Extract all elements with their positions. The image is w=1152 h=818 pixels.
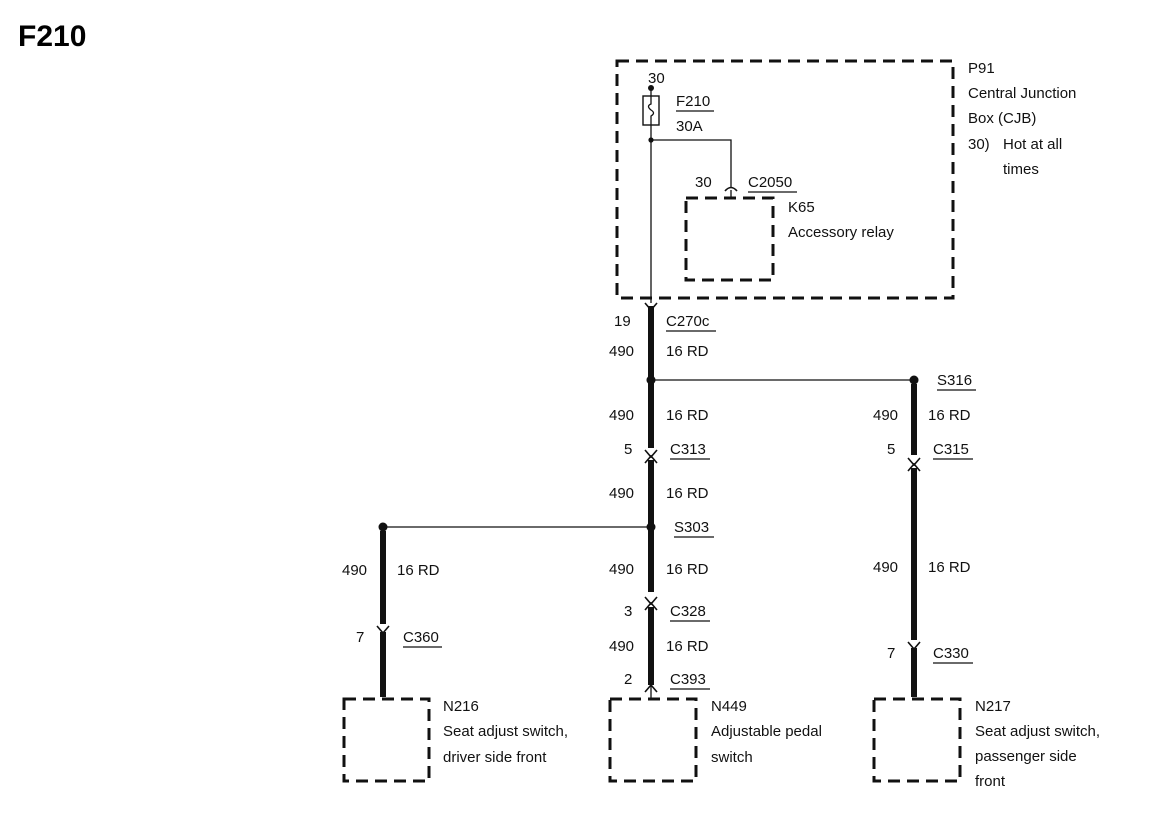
center-lower-wire: 16 RD	[666, 561, 709, 578]
c313-pin: 5	[624, 441, 632, 458]
right-upper-circuit: 490	[873, 407, 898, 424]
n216-id: N216	[443, 698, 479, 715]
n449-outline	[608, 697, 698, 783]
junction-box-name-line2: Box (CJB)	[968, 110, 1036, 127]
fuse-pin: 30	[648, 70, 665, 87]
right-upper-wire: 16 RD	[928, 407, 971, 424]
n449-id: N449	[711, 698, 747, 715]
center-bottom-circuit: 490	[609, 638, 634, 655]
diagram-title: F210	[18, 20, 86, 53]
c313-connector-symbol-lower	[644, 454, 658, 464]
n217-line2: passenger side	[975, 748, 1077, 765]
right-lower-circuit: 490	[873, 559, 898, 576]
relay-connector-id: C2050	[748, 174, 792, 191]
junction-box-outline	[615, 59, 955, 300]
junction-box-pin-note-num: 30)	[968, 136, 990, 153]
c313-id: C313	[670, 441, 706, 458]
s316-splice-dot	[909, 375, 919, 385]
c330-id: C330	[933, 645, 969, 662]
n217-outline	[872, 697, 962, 783]
c315-id: C315	[933, 441, 969, 458]
junction-box-pin-note-line1: Hot at all	[1003, 136, 1062, 153]
relay-pin: 30	[695, 174, 712, 191]
left-circuit: 490	[342, 562, 367, 579]
c360-id: C360	[403, 629, 439, 646]
c270c-circuit: 490	[609, 343, 634, 360]
s316-id: S316	[937, 372, 972, 389]
left-wire: 16 RD	[397, 562, 440, 579]
c315-connector-symbol-lower	[907, 462, 921, 472]
center-mid-circuit: 490	[609, 485, 634, 502]
n217-line1: Seat adjust switch,	[975, 723, 1100, 740]
c360-pin: 7	[356, 629, 364, 646]
n216-line1: Seat adjust switch,	[443, 723, 568, 740]
relay-feed-wire	[651, 139, 732, 188]
c270c-id: C270c	[666, 313, 710, 330]
relay-connector-symbol	[724, 186, 738, 192]
c270c-pin: 19	[614, 313, 631, 330]
center-mid-wire: 16 RD	[666, 485, 709, 502]
junction-box-id: P91	[968, 60, 995, 77]
c328-id: C328	[670, 603, 706, 620]
right-lower-wire: 16 RD	[928, 559, 971, 576]
c360-connector-symbol	[376, 625, 390, 635]
center-upper-circuit: 490	[609, 407, 634, 424]
fuse-rating: 30A	[676, 118, 703, 135]
c330-pin: 7	[887, 645, 895, 662]
c330-connector-symbol	[907, 641, 921, 651]
relay-name: Accessory relay	[788, 224, 894, 241]
c328-connector-symbol-lower	[644, 601, 658, 611]
c393-connector-symbol	[644, 683, 658, 693]
s303-left-dot	[378, 522, 388, 532]
fuse-id: F210	[676, 93, 710, 110]
junction-box-pin-note-line2: times	[1003, 161, 1039, 178]
s303-id: S303	[674, 519, 709, 536]
fuse-element	[647, 96, 655, 125]
c315-pin: 5	[887, 441, 895, 458]
relay-id: K65	[788, 199, 815, 216]
n217-line3: front	[975, 773, 1006, 790]
n449-line2: switch	[711, 749, 753, 766]
c328-pin: 3	[624, 603, 632, 620]
center-bottom-wire: 16 RD	[666, 638, 709, 655]
n216-line2: driver side front	[443, 749, 547, 766]
junction-box-name-line1: Central Junction	[968, 85, 1076, 102]
c270c-wire: 16 RD	[666, 343, 709, 360]
relay-outline	[684, 196, 775, 282]
n217-id: N217	[975, 698, 1011, 715]
c393-id: C393	[670, 671, 706, 688]
n216-outline	[342, 697, 431, 783]
center-upper-wire: 16 RD	[666, 407, 709, 424]
c393-pin: 2	[624, 671, 632, 688]
center-lower-circuit: 490	[609, 561, 634, 578]
n449-line1: Adjustable pedal	[711, 723, 822, 740]
